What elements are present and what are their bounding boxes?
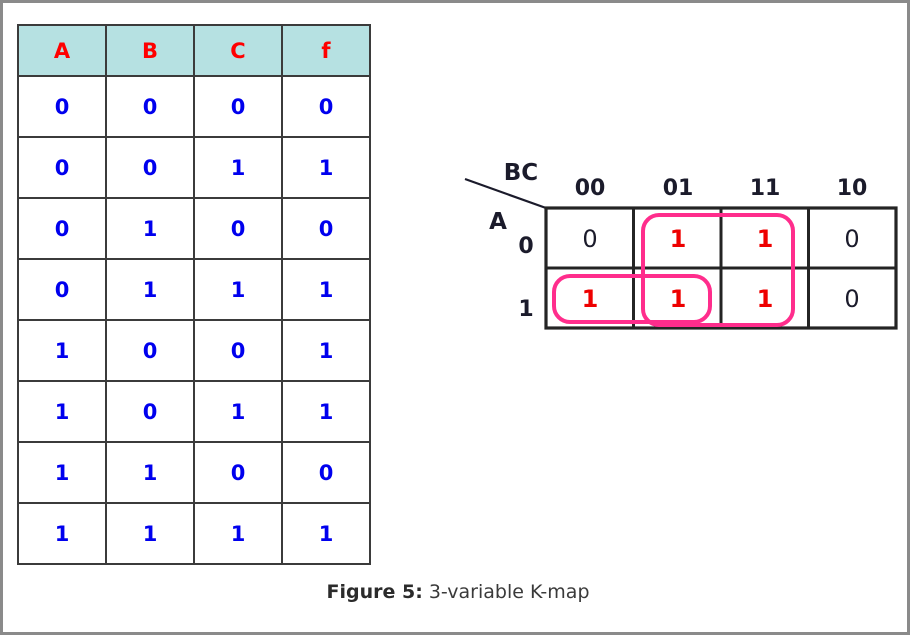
truth-table: A B C f 0 0 0 0 0 0 1 1 0 1 0 <box>17 24 371 565</box>
cell-c: 0 <box>193 197 283 260</box>
table-row: 1 0 1 1 <box>17 380 371 443</box>
cell-a: 1 <box>17 319 107 382</box>
table-row: 0 1 1 1 <box>17 258 371 321</box>
kmap-group-ab <box>552 274 712 324</box>
cell-f: 0 <box>281 197 371 260</box>
cell-b: 0 <box>105 380 195 443</box>
cell-b: 0 <box>105 319 195 382</box>
cell-b: 0 <box>105 75 195 138</box>
karnaugh-map: BC A 00 01 11 10 0 1 0 1 1 0 <box>458 158 903 343</box>
table-row: 1 1 1 1 <box>17 502 371 565</box>
caption-label: Figure 5: <box>326 581 423 603</box>
kmap-col-header-10: 10 <box>837 176 868 201</box>
kmap-cell-r1c0: 1 <box>582 285 599 313</box>
kmap-cell-r1c3: 0 <box>844 285 859 313</box>
truth-table-header-b: B <box>105 24 195 77</box>
kmap-col-header-00: 00 <box>575 176 606 201</box>
kmap-corner-diagonal <box>464 177 547 210</box>
table-row: 1 0 0 1 <box>17 319 371 382</box>
kmap-col-header-01: 01 <box>663 176 694 201</box>
kmap-cell-r1c1: 1 <box>670 285 687 313</box>
kmap-cell-r0c2: 1 <box>757 225 774 253</box>
cell-c: 0 <box>193 319 283 382</box>
truth-table-header-a: A <box>17 24 107 77</box>
cell-b: 1 <box>105 502 195 565</box>
truth-table-header-f: f <box>281 24 371 77</box>
cell-f: 1 <box>281 502 371 565</box>
cell-f: 1 <box>281 258 371 321</box>
caption-text: 3-variable K-map <box>428 581 590 603</box>
cell-b: 0 <box>105 136 195 199</box>
cell-a: 0 <box>17 75 107 138</box>
kmap-cell-r0c1: 1 <box>670 225 687 253</box>
cell-b: 1 <box>105 197 195 260</box>
cell-a: 1 <box>17 380 107 443</box>
kmap-cell-r1c2: 1 <box>757 285 774 313</box>
kmap-groupings <box>552 213 795 327</box>
kmap-cell-r0c3: 0 <box>844 225 859 253</box>
table-row: 0 1 0 0 <box>17 197 371 260</box>
cell-b: 1 <box>105 258 195 321</box>
cell-c: 1 <box>193 136 283 199</box>
kmap-col-header-11: 11 <box>750 176 781 201</box>
cell-f: 1 <box>281 136 371 199</box>
cell-b: 1 <box>105 441 195 504</box>
cell-c: 1 <box>193 258 283 321</box>
cell-c: 0 <box>193 441 283 504</box>
kmap-col-axis-label: BC <box>504 160 538 186</box>
truth-table-header-c: C <box>193 24 283 77</box>
table-row: 1 1 0 0 <box>17 441 371 504</box>
table-row: 0 0 1 1 <box>17 136 371 199</box>
figure-caption: Figure 5: 3-variable K-map <box>3 581 907 603</box>
kmap-row-header-0: 0 <box>518 234 533 259</box>
cell-a: 0 <box>17 197 107 260</box>
kmap-row-header-1: 1 <box>518 297 533 322</box>
cell-a: 1 <box>17 441 107 504</box>
kmap-group-c <box>641 213 795 327</box>
cell-a: 1 <box>17 502 107 565</box>
cell-c: 0 <box>193 75 283 138</box>
kmap-grid <box>544 206 898 330</box>
cell-f: 1 <box>281 319 371 382</box>
cell-f: 0 <box>281 441 371 504</box>
truth-table-header-row: A B C f <box>17 24 371 77</box>
kmap-row-axis-label: A <box>489 209 507 235</box>
cell-f: 1 <box>281 380 371 443</box>
kmap-cell-r0c0: 0 <box>582 225 597 253</box>
table-row: 0 0 0 0 <box>17 75 371 138</box>
cell-a: 0 <box>17 258 107 321</box>
cell-f: 0 <box>281 75 371 138</box>
cell-c: 1 <box>193 502 283 565</box>
cell-a: 0 <box>17 136 107 199</box>
cell-c: 1 <box>193 380 283 443</box>
